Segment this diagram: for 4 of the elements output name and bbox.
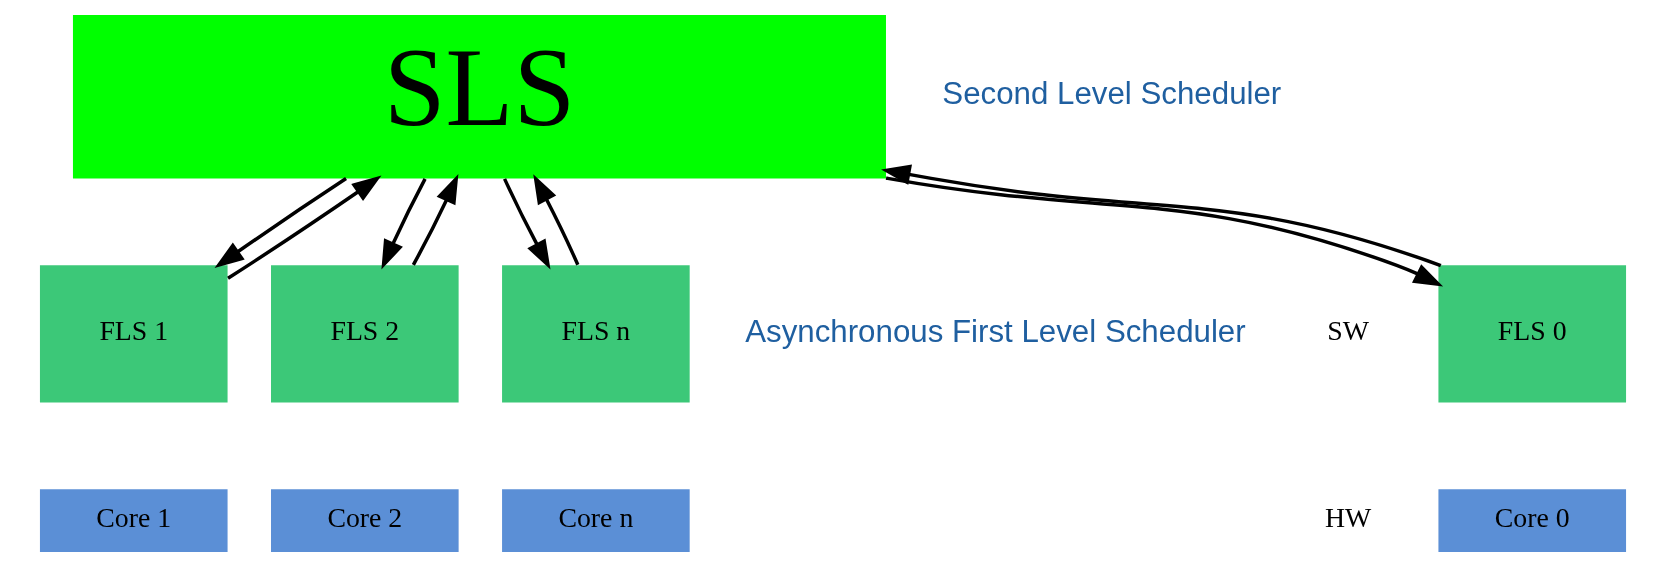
node-label: Second Level Scheduler [942, 76, 1282, 112]
label: HW [1324, 502, 1372, 534]
node-label: Asynchronous First Level Scheduler [745, 313, 1246, 349]
label: SW [1327, 315, 1369, 347]
